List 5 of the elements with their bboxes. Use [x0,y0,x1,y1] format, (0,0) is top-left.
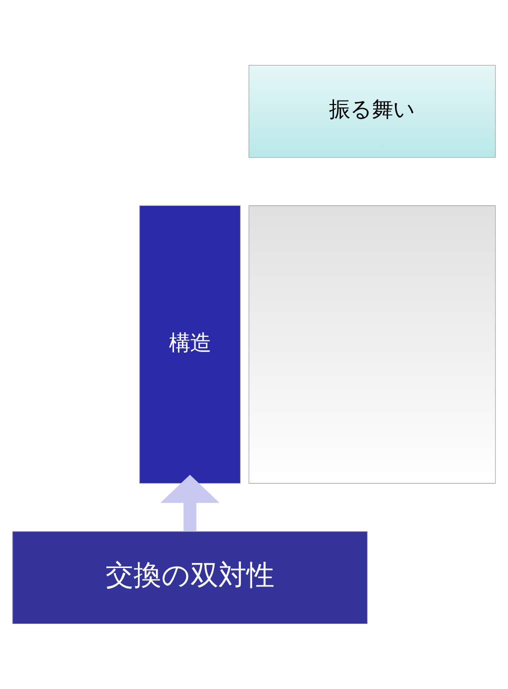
node-box: 交換の双対性 [12,531,368,624]
arrow [160,474,220,532]
node-box [248,205,496,484]
node-box: 構造 [139,205,241,484]
node-box: 振る舞い [248,65,496,158]
